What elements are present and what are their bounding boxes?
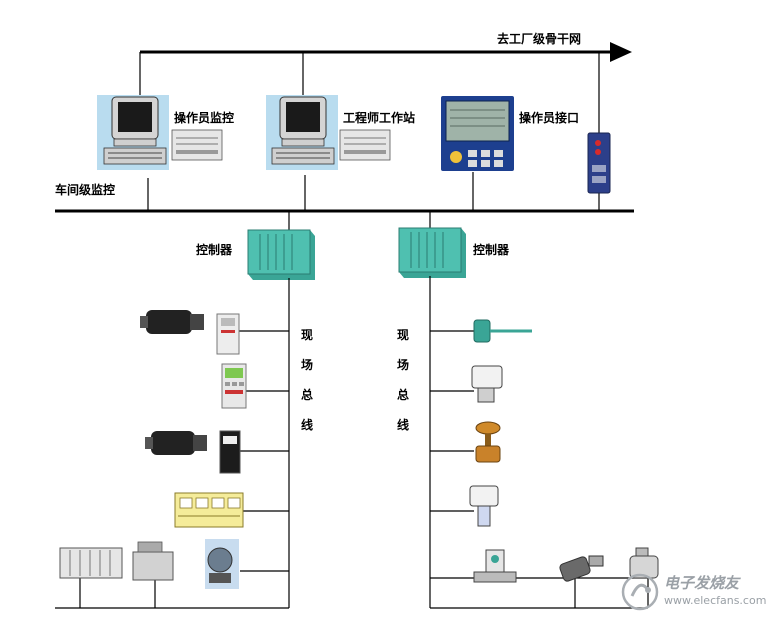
watermark-logo-icon — [621, 573, 659, 611]
fieldbus-right-label: 现 场 总 线 — [396, 320, 410, 440]
fieldbus-right-char: 线 — [396, 418, 409, 432]
fieldbus-left-char: 现 — [300, 328, 313, 342]
controller-right — [398, 227, 466, 278]
fieldbus-left-line — [55, 278, 290, 609]
level-transmitter — [469, 485, 499, 527]
backbone-arrow — [140, 42, 632, 62]
fieldbus-right-char: 现 — [396, 328, 409, 342]
plc-module — [221, 363, 247, 409]
workshop-level-label: 车间级监控 — [55, 183, 116, 197]
controller-left-label: 控制器 — [196, 243, 233, 257]
flow-meter — [473, 549, 517, 583]
controller-right-label: 控制器 — [473, 243, 510, 257]
control-valve — [475, 421, 501, 463]
fieldbus-left-label: 现 场 总 线 — [300, 320, 314, 440]
watermark-title: 电子发烧友 — [664, 574, 740, 592]
frequency-inverter — [219, 430, 241, 474]
engineer-station-label: 工程师工作站 — [343, 111, 416, 125]
servo-drive-1 — [216, 313, 240, 355]
fieldbus-left-char: 场 — [300, 358, 313, 372]
fieldbus-right-char: 场 — [396, 358, 409, 372]
actuator-device-1 — [559, 555, 604, 582]
fieldbus-left-char: 总 — [300, 388, 313, 402]
actuator-device-2 — [629, 547, 659, 579]
operator-interface-panel — [441, 96, 514, 171]
engineer-workstation — [266, 95, 391, 170]
operator-interface-label: 操作员接口 — [519, 111, 580, 125]
controller-left — [247, 229, 315, 280]
temperature-sensor — [473, 319, 532, 343]
motor-drive — [132, 541, 174, 581]
fieldbus-right-char: 总 — [396, 388, 409, 402]
watermark-url: www.elecfans.com — [664, 594, 767, 607]
servo-motor-1 — [140, 310, 204, 334]
backbone-label: 去工厂级骨干网 — [497, 32, 582, 46]
gateway-device — [587, 132, 611, 194]
operator-monitor-label: 操作员监控 — [174, 111, 235, 125]
fieldbus-left-char: 线 — [300, 418, 313, 432]
watermark: 电子发烧友 www.elecfans.com — [620, 570, 766, 616]
pressure-transmitter — [471, 365, 503, 403]
io-terminal-block — [174, 492, 244, 528]
valve-actuator — [205, 539, 239, 589]
fieldbus-right-line — [429, 276, 649, 609]
io-rack — [59, 547, 123, 579]
operator-monitor-workstation — [97, 95, 223, 170]
servo-motor-2 — [145, 431, 207, 455]
